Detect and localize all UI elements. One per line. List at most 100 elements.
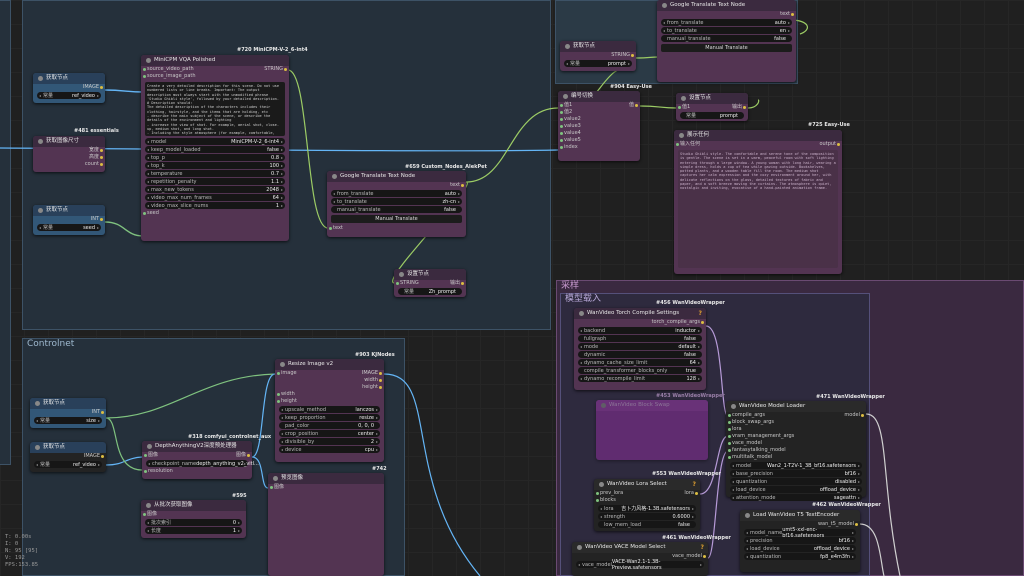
google-translate-node-zh[interactable]: Google Translate Text Node text from_tra… [327,171,466,237]
node-title[interactable]: 设置节点 [676,93,748,104]
output-text-display[interactable]: Studio Ghibli style. The comfortable and… [678,150,838,268]
input-index[interactable]: index [558,144,640,151]
output-image[interactable]: IMAGE [33,84,105,91]
input-value5[interactable]: value5 [558,137,640,144]
node-title[interactable]: WanVideo Torch Compile Settings [574,308,706,319]
output-model[interactable]: model [838,412,866,419]
node-title[interactable]: Google Translate Text Node [657,0,796,11]
input-vace-model[interactable]: vace_model [726,440,866,447]
input-width[interactable]: width [275,391,384,398]
node-title[interactable]: 编号切换 [558,91,640,102]
node-title[interactable]: 设置节点 [394,269,466,280]
output-int[interactable]: INT [33,216,105,223]
block-swap-node-bypassed[interactable]: WanVideo Block Swap [596,400,708,460]
node-title[interactable]: 预览图像 [268,473,384,484]
output-width[interactable]: width [275,377,384,384]
input-video-path[interactable]: source_video_path [141,66,200,73]
input-any[interactable]: 输入任何 [674,141,706,148]
output-height[interactable]: height [275,384,384,391]
google-translate-node-en[interactable]: Google Translate Text Node text from_tra… [657,0,796,82]
output-image[interactable]: 图像 [230,452,252,459]
input-height[interactable]: height [275,398,384,405]
node-title[interactable]: 展示任何 [674,130,842,141]
node-title[interactable]: 获取节点 [560,41,636,52]
prompt-textarea[interactable]: Create a very detailed description for t… [145,82,285,136]
input-value2[interactable]: 值2 [558,109,640,116]
output-vace-model[interactable]: vace_model [572,553,708,560]
input-value3[interactable]: value3 [558,123,640,130]
output-string[interactable]: STRING [560,52,636,59]
node-title[interactable]: 获取图像尺寸 [33,136,105,147]
widget-divisible-by[interactable]: divisible_by2 [279,438,380,445]
input-multitalk[interactable]: multitalk_model [726,454,866,461]
input-block-swap-args[interactable]: block_swap_args [726,419,866,426]
node-title[interactable]: 获取节点 [33,73,105,84]
help-icon[interactable]: ? [692,481,696,488]
node-title[interactable]: 从批次获取图像 [141,500,246,511]
widget-checkpoint[interactable]: checkpoint_namedepth_anything_v2_vitl... [146,460,259,467]
node-title[interactable]: 获取节点 [33,205,105,216]
output-height[interactable]: 高度 [33,154,105,161]
group-left-edge[interactable] [0,0,11,465]
output-t5-model[interactable]: wan_t5_model [740,521,860,528]
output-int[interactable]: INT [30,409,106,416]
manual-translate-button[interactable]: Manual Translate [331,215,462,223]
input-compile-args[interactable]: compile_args [726,412,771,419]
input-image[interactable]: image [275,370,303,377]
node-title[interactable]: WanVideo Model Loader [726,401,866,412]
node-title[interactable]: MiniCPM VQA Polished [141,55,289,66]
input-value4[interactable]: value4 [558,130,640,137]
wanvideo-t5-encoder-node[interactable]: Load WanVideo T5 TextEncoder wan_t5_mode… [740,510,860,572]
manual-translate-button[interactable]: Manual Translate [661,44,792,52]
input-fantasytalking[interactable]: fantasytalking_model [726,447,866,454]
input-value2b[interactable]: value2 [558,116,640,123]
output-image[interactable]: IMAGE [30,453,106,460]
output-text[interactable]: text [327,182,466,189]
input-image[interactable]: 图像 [141,511,246,518]
output-torch-compile-args[interactable]: torch_compile_args [574,319,706,326]
input-vram-args[interactable]: vram_management_args [726,433,866,440]
output-value[interactable]: 值 [623,102,640,109]
node-title[interactable]: WanVideo VACE Model Select [572,542,708,553]
output-count[interactable]: count [33,161,105,168]
input-image[interactable]: 图像 [268,484,384,491]
widget-length[interactable]: 长度1 [145,527,242,534]
help-icon[interactable]: ? [698,310,702,317]
